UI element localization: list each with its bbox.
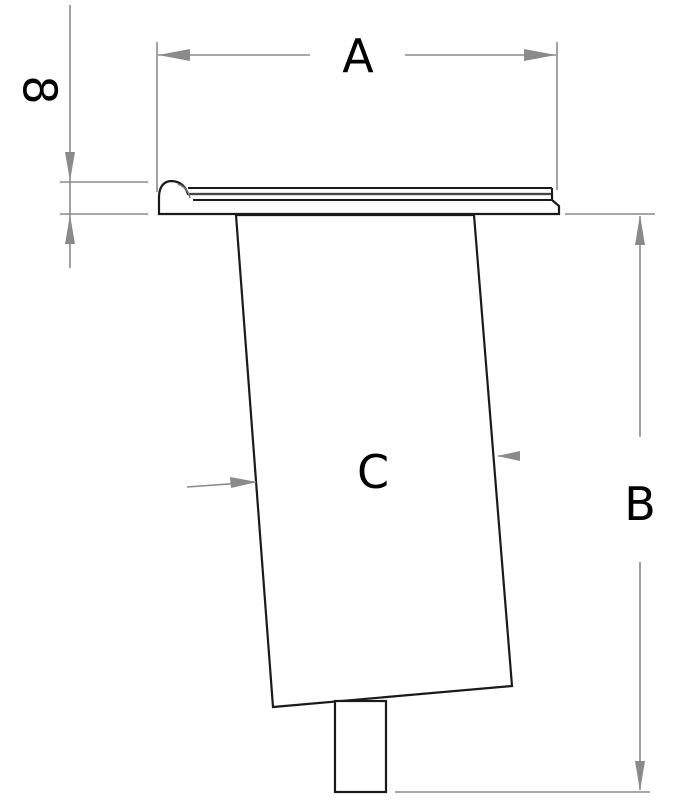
label-a: A [342, 29, 374, 83]
body [234, 213, 514, 709]
stem [333, 699, 388, 794]
flange [157, 179, 561, 216]
label-flange: 8 [13, 75, 67, 104]
dimension-flange [60, 5, 148, 268]
label-c: C [357, 445, 389, 499]
dimension-a [156, 42, 558, 192]
label-b: B [624, 477, 656, 531]
dimension-b [395, 213, 655, 793]
dimension-c [186, 451, 520, 488]
